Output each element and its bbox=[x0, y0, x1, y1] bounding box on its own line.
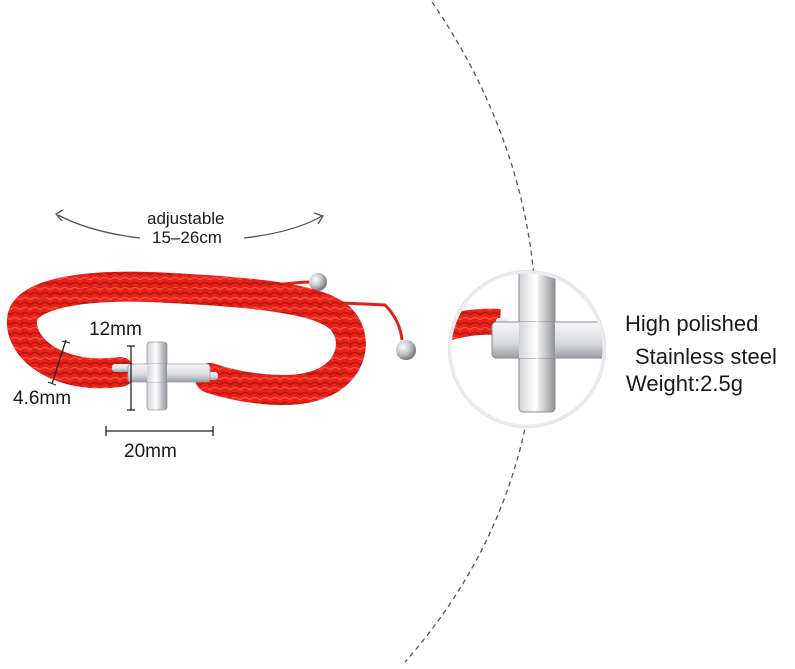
feature-weight: Weight:2.5g bbox=[626, 371, 744, 396]
cross-charm bbox=[127, 341, 211, 411]
drawstring-bead-upper bbox=[309, 273, 327, 291]
dimension-cord-width: 4.6mm bbox=[13, 388, 72, 409]
adjustable-range: 15–26cm bbox=[152, 228, 222, 247]
adjust-arrow-right bbox=[243, 215, 323, 239]
feature-material: Stainless steel bbox=[635, 344, 777, 369]
adjust-arrow-left-head bbox=[54, 209, 64, 222]
zoom-detail-circle bbox=[448, 270, 606, 428]
drawstring-bead-lower bbox=[396, 340, 416, 360]
feature-finish: High polished bbox=[625, 311, 759, 336]
adjustable-label: adjustable bbox=[147, 209, 225, 228]
divider-dashed-arc bbox=[404, 1, 537, 663]
adjust-arrow-right-head bbox=[313, 212, 324, 225]
dim-line-cord bbox=[51, 339, 67, 385]
dimension-cross-height: 12mm bbox=[89, 319, 142, 340]
dimension-cross-width: 20mm bbox=[124, 441, 177, 462]
adjust-arrow-left bbox=[57, 214, 141, 239]
